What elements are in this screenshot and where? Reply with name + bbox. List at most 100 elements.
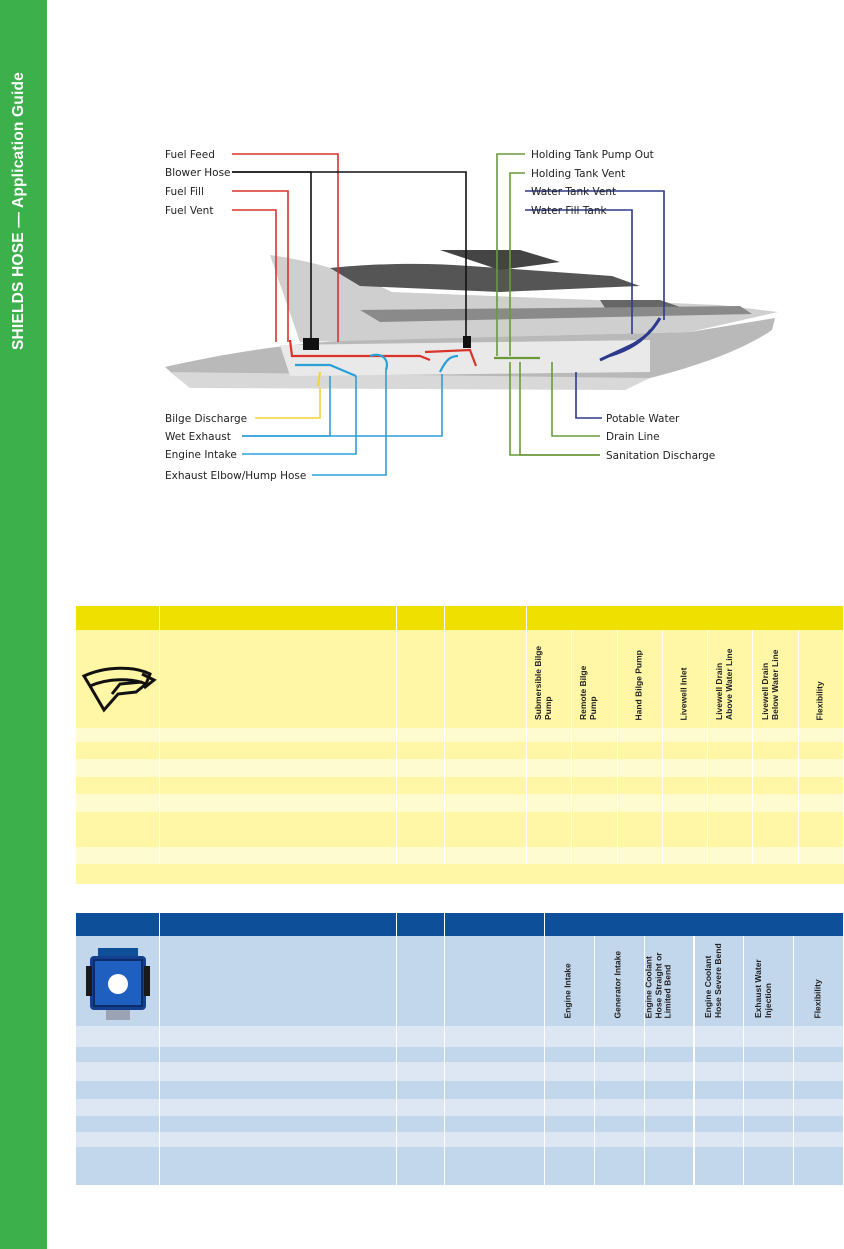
table_bilge-cell — [76, 742, 160, 759]
table_bilge-cell — [76, 812, 160, 847]
table_engine-cell — [445, 1116, 545, 1132]
table_bilge-cell — [445, 777, 527, 794]
table_engine-cell — [694, 1099, 745, 1116]
table_engine-column-5: Flexibility — [794, 936, 844, 1026]
table_bilge-cell — [397, 759, 445, 777]
table_bilge-strip-cell — [445, 606, 527, 630]
boat-illustration — [165, 250, 778, 390]
label-fuel-vent: Fuel Vent — [165, 205, 213, 217]
table_bilge-header-cell — [76, 630, 160, 728]
table_engine-cell — [545, 1116, 595, 1132]
table_bilge-cell — [572, 812, 618, 847]
label-bilge-discharge: Bilge Discharge — [165, 413, 247, 425]
table_engine-row — [76, 1026, 844, 1047]
table_engine-cell — [644, 1062, 695, 1081]
blower-vent-icon — [303, 338, 319, 350]
table_bilge-cell — [445, 847, 527, 864]
table_bilge-cell — [76, 728, 160, 742]
table_bilge-column-label: Livewell Drain Above Water Line — [714, 648, 734, 720]
label-engine-intake: Engine Intake — [165, 449, 237, 461]
table_engine-column-2: Engine Coolant Hose Straight or Limited … — [644, 936, 695, 1026]
table_engine-cell — [160, 1099, 397, 1116]
table_bilge-column-label: Submersible Bilge Pump — [533, 645, 553, 720]
table_engine-row — [76, 1132, 844, 1147]
table_bilge-cell — [572, 777, 618, 794]
table_engine-cell — [594, 1026, 645, 1047]
label-wet-exhaust: Wet Exhaust — [165, 431, 231, 443]
table_engine-header-cell — [445, 936, 545, 1026]
hose-fitting-icon — [76, 630, 159, 728]
table_bilge-cell — [445, 742, 527, 759]
table_engine-strip-cell — [545, 913, 844, 936]
table_engine-cell — [545, 1147, 595, 1185]
table_engine-cell — [445, 1099, 545, 1116]
table_bilge-cell — [753, 794, 799, 812]
table_bilge-cell — [527, 847, 573, 864]
table_bilge-cell — [798, 777, 844, 794]
table_bilge-cell — [798, 847, 844, 864]
table_bilge-cell — [160, 742, 397, 759]
table_bilge-cell — [798, 812, 844, 847]
label-fuel-fill: Fuel Fill — [165, 186, 204, 198]
table_engine-cell — [794, 1026, 844, 1047]
table_bilge-cell — [662, 777, 709, 794]
table_bilge-cell — [753, 812, 799, 847]
table_bilge-column-5: Livewell Drain Below Water Line — [753, 630, 799, 728]
table_bilge-column-label: Remote Bilge Pump — [578, 665, 598, 720]
table_bilge-cell — [160, 728, 397, 742]
table_bilge-cell — [617, 812, 663, 847]
table_engine-cell — [794, 1062, 844, 1081]
table_engine-cell — [694, 1081, 745, 1099]
table_engine-cell — [594, 1147, 645, 1185]
table_bilge-header-strip — [76, 606, 844, 630]
table_engine-cell — [445, 1132, 545, 1147]
table_bilge-row — [76, 759, 844, 777]
table_bilge-cell — [572, 759, 618, 777]
table_engine-strip-cell — [160, 913, 397, 936]
table_engine-cell — [694, 1047, 745, 1062]
label-blower-hose: Blower Hose — [165, 167, 231, 179]
table_engine-cell — [644, 1147, 695, 1185]
table_bilge-cell — [572, 742, 618, 759]
table_engine-cell — [794, 1147, 844, 1185]
table_engine-cell — [545, 1081, 595, 1099]
table_bilge-cell — [76, 847, 160, 864]
table_bilge-column-1: Remote Bilge Pump — [572, 630, 618, 728]
table_engine-row — [76, 1047, 844, 1062]
table_bilge-cell — [662, 742, 709, 759]
table_bilge-cell — [445, 794, 527, 812]
table_bilge-column-label: Livewell Inlet — [678, 667, 689, 720]
table_engine-cell — [594, 1047, 645, 1062]
table_engine-cell — [397, 1062, 445, 1081]
table_engine-row — [76, 1081, 844, 1099]
table_engine-cell — [644, 1081, 695, 1099]
table_engine-cell — [794, 1132, 844, 1147]
table_bilge-cell — [617, 759, 663, 777]
label-water-fill-tank: Water Fill Tank — [531, 205, 608, 217]
table_engine-cell — [545, 1047, 595, 1062]
table_engine-cell — [794, 1047, 844, 1062]
table_engine-cell — [445, 1026, 545, 1047]
table_engine-row — [76, 1147, 844, 1185]
table_bilge-cell — [753, 847, 799, 864]
hose-routing — [288, 317, 662, 387]
table_engine-cell — [694, 1132, 745, 1147]
table_engine-header-cell — [76, 936, 160, 1026]
table_engine-column-label: Exhaust Water Injection — [752, 959, 773, 1018]
engine-block-icon — [76, 936, 159, 1026]
table_engine-cell — [160, 1132, 397, 1147]
table_engine-cell — [594, 1081, 645, 1099]
table_bilge-column-4: Livewell Drain Above Water Line — [708, 630, 754, 728]
boat-diagram: Fuel Feed Blower Hose Fuel Fill Fuel Ven… — [165, 149, 778, 482]
table_bilge-cell — [527, 794, 573, 812]
table_engine-cell — [744, 1099, 795, 1116]
table_engine-column-1: Generator Intake — [594, 936, 645, 1026]
table_bilge-cell — [527, 812, 573, 847]
table_bilge-column-6: Flexibility — [798, 630, 844, 728]
table_engine-cell — [744, 1081, 795, 1099]
table_engine-cell — [644, 1026, 695, 1047]
table_engine-cell — [694, 1116, 745, 1132]
table_bilge-cell — [76, 794, 160, 812]
table_bilge-cell — [798, 742, 844, 759]
table_bilge-strip-cell — [160, 606, 397, 630]
